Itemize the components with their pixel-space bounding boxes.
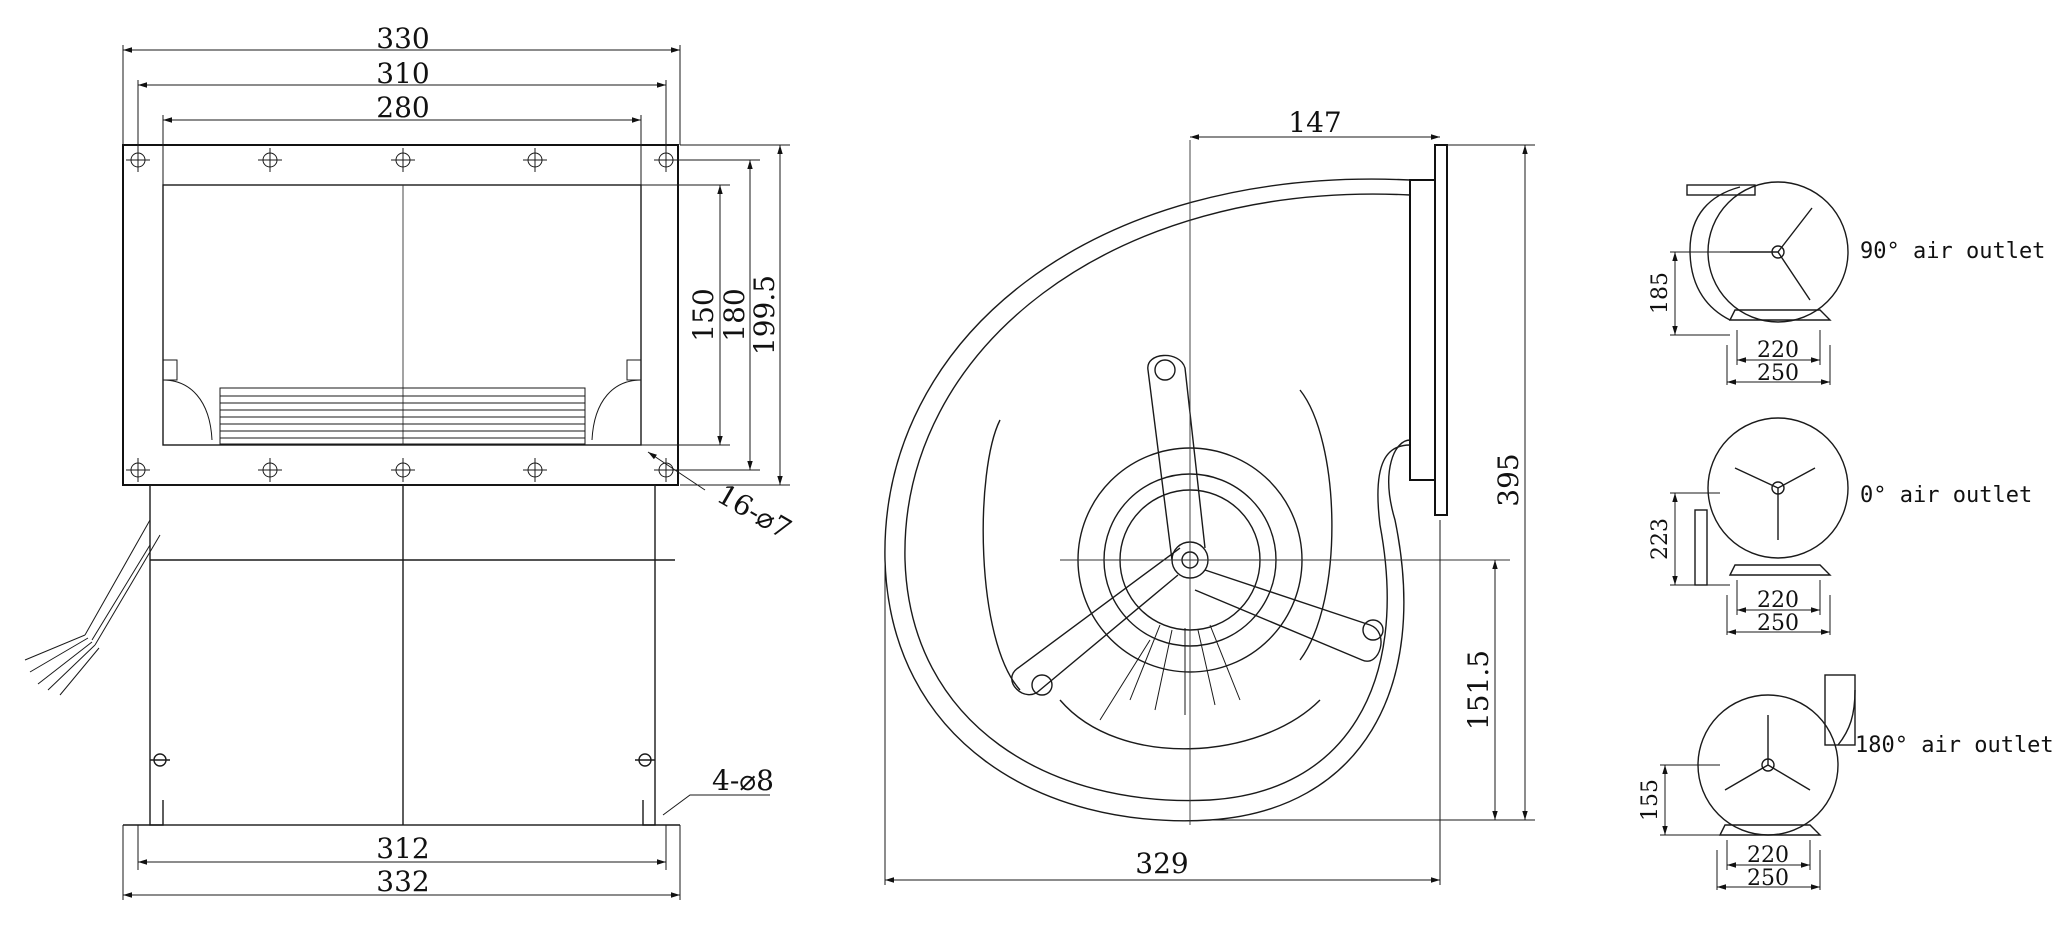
variant-90-height: 185 <box>1648 272 1673 314</box>
dim-332: 332 <box>376 865 429 898</box>
lead-wires <box>1099 624 1241 721</box>
hole-callout: 16-⌀7 <box>712 477 798 545</box>
dim-329: 329 <box>1135 847 1188 880</box>
variant-180-label: 180° air outlet <box>1855 733 2054 758</box>
variant-0: 223 220 250 0° air outlet <box>1648 417 2032 636</box>
dim-180: 180 <box>718 288 751 341</box>
cable-bundle <box>24 519 161 696</box>
foot-callout: 4-⌀8 <box>712 764 774 797</box>
spider-arms <box>1011 354 1384 696</box>
scroll-housing <box>884 178 1411 822</box>
dim-280: 280 <box>376 91 429 124</box>
dim-312: 312 <box>376 832 429 865</box>
impeller-blades <box>162 359 642 445</box>
dim-151-5: 151.5 <box>1462 650 1495 730</box>
housing-body <box>123 484 680 826</box>
variant-0-outer: 250 <box>1757 611 1799 636</box>
variant-180-outer: 250 <box>1747 866 1789 891</box>
variant-90: 185 220 250 90° air outlet <box>1648 181 2045 386</box>
variant-180-inner: 220 <box>1747 843 1789 868</box>
dim-150: 150 <box>687 288 720 341</box>
variant-90-outer: 250 <box>1757 361 1799 386</box>
variant-90-label: 90° air outlet <box>1860 239 2045 264</box>
variant-90-inner: 220 <box>1757 338 1799 363</box>
front-view: 330 310 280 150 180 199.5 16-⌀7 4-⌀8 312… <box>24 22 798 900</box>
dim-147: 147 <box>1288 106 1341 139</box>
variant-0-height: 223 <box>1648 518 1673 560</box>
dim-199-5: 199.5 <box>748 275 781 355</box>
side-view: 147 395 151.5 329 <box>884 106 1535 885</box>
dim-395: 395 <box>1492 453 1525 506</box>
variant-0-label: 0° air outlet <box>1860 483 2032 508</box>
variant-0-inner: 220 <box>1757 588 1799 613</box>
dim-330: 330 <box>376 22 429 55</box>
bolt-holes <box>126 148 678 482</box>
variant-180-height: 155 <box>1638 779 1663 821</box>
variant-180: 155 220 250 180° air outlet <box>1638 674 2054 891</box>
dim-310: 310 <box>376 57 429 90</box>
